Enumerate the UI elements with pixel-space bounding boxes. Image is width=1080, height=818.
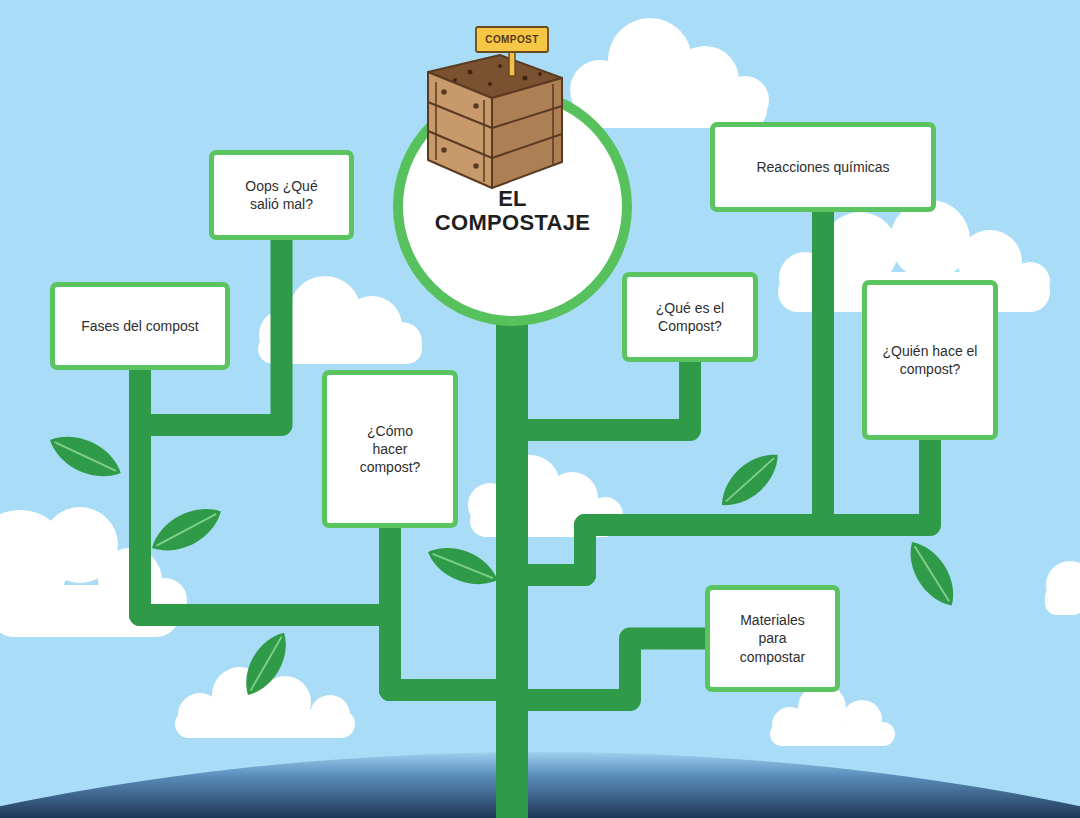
topic-text: ¿Cómo hacer compost? <box>355 422 425 477</box>
topic-text: ¿Quién hace el compost? <box>882 342 978 378</box>
crate-front <box>428 72 492 188</box>
topic-box: Oops ¿Qué salió mal? <box>209 150 354 240</box>
cloud <box>1045 561 1080 615</box>
topic-text: Fases del compost <box>81 317 199 335</box>
tree-branch <box>513 322 708 700</box>
topic-text: ¿Qué es el Compost? <box>647 299 733 335</box>
sign-board <box>476 27 548 52</box>
leaf <box>145 498 229 562</box>
cloud <box>570 18 769 128</box>
leaf <box>712 444 788 516</box>
topic-circle: EL COMPOSTAJE <box>393 87 632 326</box>
sign-label: COMPOST <box>476 27 548 52</box>
crate <box>428 55 562 188</box>
crate-side <box>492 78 562 188</box>
clouds <box>0 18 1080 746</box>
topic-text: Oops ¿Qué salió mal? <box>236 177 328 213</box>
topic-text: Reacciones químicas <box>756 158 889 176</box>
sign-post <box>509 50 515 76</box>
topic-box: ¿Qué es el Compost? <box>622 272 758 362</box>
topic-text: Materiales para compostar <box>735 611 811 666</box>
topic-box: Reacciones químicas <box>710 122 936 212</box>
tree-branch <box>140 322 513 690</box>
leaf <box>422 538 503 594</box>
soil-bits <box>453 64 542 86</box>
cloud <box>770 684 895 746</box>
topic-title: EL COMPOSTAJE <box>428 187 598 235</box>
leaf <box>236 625 297 702</box>
topic-box: ¿Quién hace el compost? <box>862 280 998 440</box>
topic-box: Fases del compost <box>50 282 230 370</box>
topic-box: Materiales para compostar <box>705 585 840 692</box>
circle-shape <box>398 92 627 321</box>
topic-box: ¿Cómo hacer compost? <box>322 370 458 528</box>
sign-text: COMPOST <box>485 34 538 45</box>
ground <box>0 752 1080 818</box>
leaf <box>43 426 127 487</box>
crate-soil <box>428 55 562 98</box>
leaf <box>899 534 964 614</box>
